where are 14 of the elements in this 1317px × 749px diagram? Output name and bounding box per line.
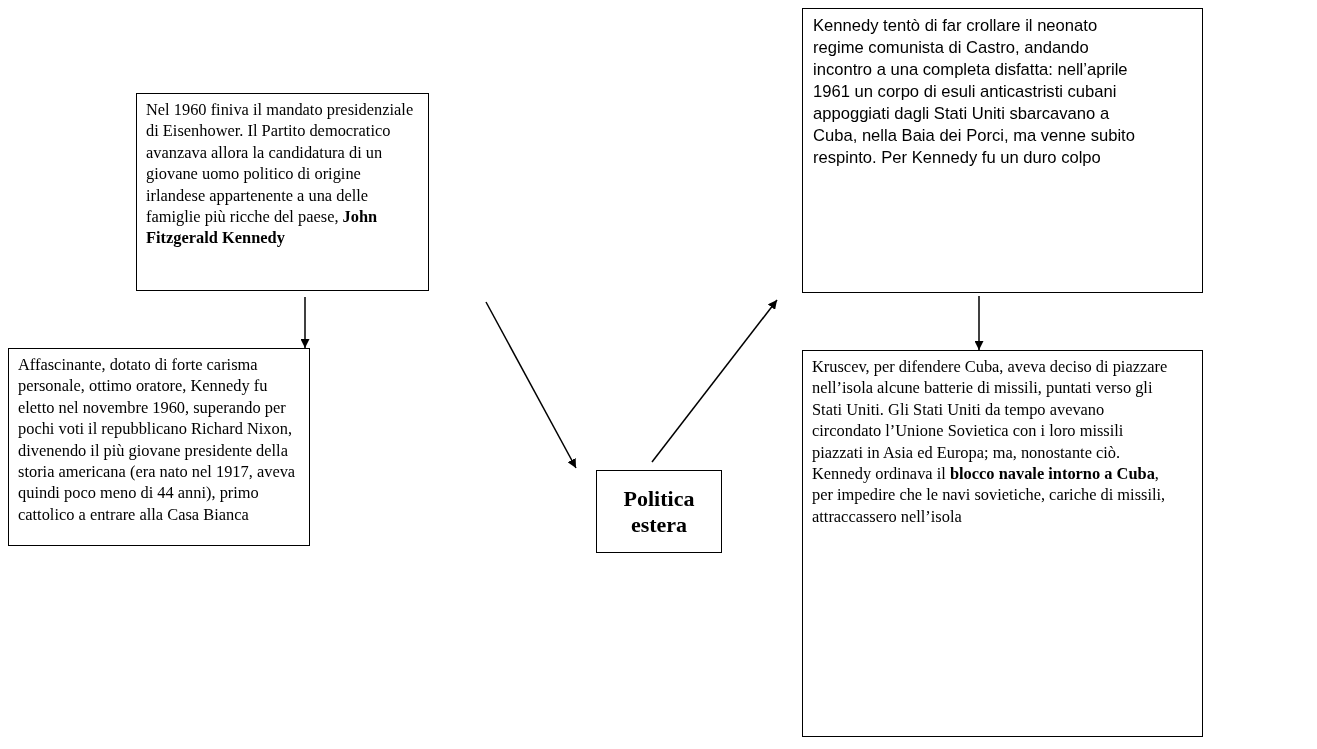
text-box <box>136 93 429 291</box>
text-box <box>8 348 310 546</box>
arrow <box>651 299 778 463</box>
box-text: Kruscev, per difendere Cuba, aveva deciso di piazzare nell’isola alcune batterie di missili, puntati verso gli Stati Uniti. Gli Stati Uniti da tempo avevano circondato l’Unione Sovietica con i loro missili piazzati in Asia ed Europa; ma, nonostante ciò. Kennedy ordinava il blocco navale intorno a Cuba, per impedire che le navi sovietiche, cariche di missili, attraccassero nell’isola <box>812 356 1169 528</box>
box-text: Nel 1960 finiva il mandato presidenziale di Eisenhower. Il Partito democratico avanzava allora la candidatura di un giovane uomo politico di origine irlandese appartenente a una delle famiglie più ricche del paese, John Fitzgerald Kennedy <box>146 99 415 249</box>
arrow <box>974 295 984 351</box>
topic-box <box>596 470 722 553</box>
box-text: Politica estera <box>622 485 696 538</box>
text-box <box>802 350 1203 737</box>
box-text: Kennedy tentò di far crollare il neonato regime comunista di Castro, andando incontro a una completa disfatta: nell’aprile 1961 un corpo di esuli anticastristi cubani appoggiati dagli Stati Uniti sbarcavano a Cuba, nella Baia dei Porci, ma venne subito respinto. Per Kennedy fu un duro colpo <box>813 15 1136 169</box>
box-text: Affascinante, dotato di forte carisma personale, ottimo oratore, Kennedy fu eletto nel novembre 1960, superando per pochi voti il repubblicano Richard Nixon, divenendo il più giovane presidente della storia americana (era nato nel 1917, aveva quindi poco meno di 44 anni), primo cattolico a entrare alla Casa Bianca <box>18 354 297 526</box>
text-box <box>802 8 1203 293</box>
arrow <box>485 301 577 469</box>
arrow <box>300 296 310 349</box>
